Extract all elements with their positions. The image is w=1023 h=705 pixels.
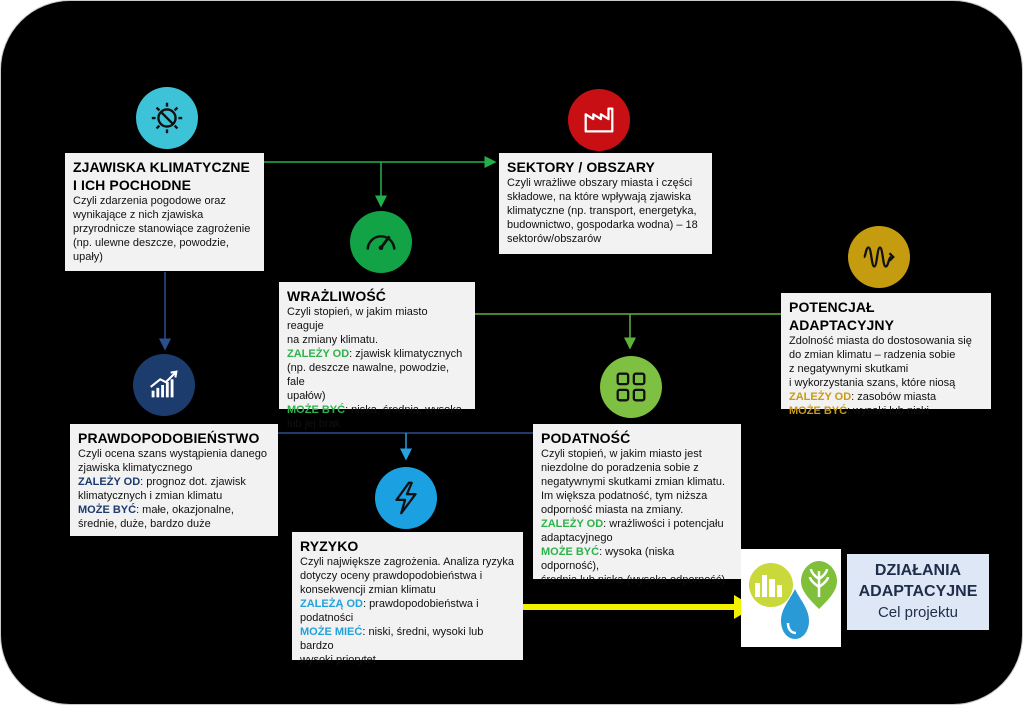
box-text: wysoki priorytet xyxy=(300,654,376,666)
box-text: Czyli stopień, w jakim miasto reaguje xyxy=(287,306,428,332)
zalezy-od-line: ZALEŻY OD: prognoz dot. zjawisk xyxy=(78,476,246,488)
box-text: Czyli wrażliwe obszary miasta i części xyxy=(507,177,693,189)
moze-byc-line: MOŻE BYĆ: małe, okazjonalne, xyxy=(78,504,234,516)
box-title: POTENCJAŁ ADAPTACYJNY xyxy=(789,299,895,333)
box-text: konsekwencji zmian klimatu xyxy=(300,584,436,596)
box-title: ZJAWISKA KLIMATYCZNE xyxy=(73,159,250,175)
box-text: klimatycznych i zmian klimatu xyxy=(78,490,223,502)
box-text: niezdolne do poradzenia sobie z xyxy=(541,462,699,474)
box-text: (np. ulewne deszcze, powodzie, xyxy=(73,237,229,249)
grid-icon xyxy=(600,356,662,418)
box-text: klimatyczne (np. transport, energetyka, xyxy=(507,205,697,217)
box-text: podatności xyxy=(300,612,354,624)
box-title: WRAŻLIWOŚĆ xyxy=(287,288,386,304)
box-text: Im większa podatność, tym niższa xyxy=(541,490,708,502)
box-text: adaptacyjnego xyxy=(541,532,613,544)
box-text: Czyli zdarzenia pogodowe oraz xyxy=(73,195,226,207)
box-text: z negatywnymi skutkami xyxy=(789,363,909,375)
box-text: dotyczy oceny prawdopodobieństwa i xyxy=(300,570,483,582)
box-text: upałów) xyxy=(287,390,326,402)
bar-chart-icon xyxy=(133,354,195,416)
box-text: lub jej brak xyxy=(287,418,341,430)
box-text: Czyli największe zagrożenia. Analiza ryz… xyxy=(300,556,514,568)
zalezy-od-line: ZALEŻY OD: zasobów miasta xyxy=(789,391,937,403)
box-text: negatywnymi skutkami zmian klimatu. xyxy=(541,476,726,488)
gauge-icon xyxy=(350,211,412,273)
box-text: odporność miasta na zmiany. xyxy=(541,504,684,516)
box-text: wynikające z nich zjawiska xyxy=(73,209,204,221)
box-text: do zmian klimatu – radzenia sobie xyxy=(789,349,956,361)
moze-byc-line: MOŻE BYĆ: wysoki lub niski xyxy=(789,405,929,417)
box-zjawiska-klimatyczne: ZJAWISKA KLIMATYCZNE I ICH POCHODNE Czyl… xyxy=(65,153,264,271)
moze-miec-line: MOŻE MIEĆ: niski, średni, wysoki lub bar… xyxy=(300,626,484,652)
cel-projektu-box: DZIAŁANIA ADAPTACYJNE Cel projektu xyxy=(847,554,989,630)
box-prawdopodobienstwo: PRAWDOPODOBIEŃSTWO Czyli ocena szans wys… xyxy=(70,424,278,536)
box-sektory-obszary: SEKTORY / OBSZARY Czyli wrażliwe obszary… xyxy=(499,153,712,254)
box-title: PRAWDOPODOBIEŃSTWO xyxy=(78,430,260,446)
box-text: Czyli ocena szans wystąpienia danego xyxy=(78,448,267,460)
zalezy-od-line: ZALEŻĄ OD: prawdopodobieństwa i xyxy=(300,598,479,610)
zalezy-od-line: ZALEŻY OD: wrażliwości i potencjału xyxy=(541,518,724,530)
box-text: upały) xyxy=(73,251,103,263)
box-text: budownictwo, gospodarka wodna) – 18 xyxy=(507,219,698,231)
box-text: (np. deszcze nawalne, powodzie, fale xyxy=(287,362,450,388)
cel-subtitle: Cel projektu xyxy=(877,604,959,621)
box-title: I ICH POCHODNE xyxy=(73,177,192,193)
box-text: przyrodnicze stanowiące zagrożenie xyxy=(73,223,251,235)
box-text: średnie, duże, bardzo duże xyxy=(78,518,211,530)
city-water-tree-icon xyxy=(741,549,841,647)
box-title: PODATNOŚĆ xyxy=(541,430,631,446)
box-text: średnia lub niska (wysoka odporność) xyxy=(541,574,726,586)
box-text: zjawiska klimatycznego xyxy=(78,462,193,474)
box-potencjal-adaptacyjny: POTENCJAŁ ADAPTACYJNY Zdolność miasta do… xyxy=(781,293,991,417)
cel-title-line1: DZIAŁANIA xyxy=(874,562,962,579)
sun-cloud-icon xyxy=(136,87,198,149)
box-text: sektorów/obszarów xyxy=(507,233,602,245)
box-wrazliwosc: WRAŻLIWOŚĆ Czyli stopień, w jakim miasto… xyxy=(279,282,475,430)
moze-byc-line: MOŻE BYĆ: niska, średnia, wysoka xyxy=(287,404,462,416)
box-text: i wykorzystania szans, które niosą xyxy=(789,377,956,389)
box-title: SEKTORY / OBSZARY xyxy=(507,159,655,175)
box-ryzyko: RYZYKO Czyli największe zagrożenia. Anal… xyxy=(292,532,523,666)
factory-icon xyxy=(568,89,630,151)
wave-arrow-icon xyxy=(848,226,910,288)
box-title: RYZYKO xyxy=(300,538,359,554)
box-text: Czyli stopień, w jakim miasto jest xyxy=(541,448,702,460)
box-text: składowe, na które wpływają zjawiska xyxy=(507,191,692,203)
cel-title-line2: ADAPTACYJNE xyxy=(858,583,978,600)
box-text: na zmiany klimatu. xyxy=(287,334,379,346)
lightning-icon xyxy=(375,467,437,529)
box-text: Zdolność miasta do dostosowania się xyxy=(789,335,972,347)
zalezy-od-line: ZALEŻY OD: zjawisk klimatycznych xyxy=(287,348,463,360)
box-podatnosc: PODATNOŚĆ Czyli stopień, w jakim miasto … xyxy=(533,424,741,586)
moze-byc-line: MOŻE BYĆ: wysoka (niska odporność), xyxy=(541,546,675,572)
